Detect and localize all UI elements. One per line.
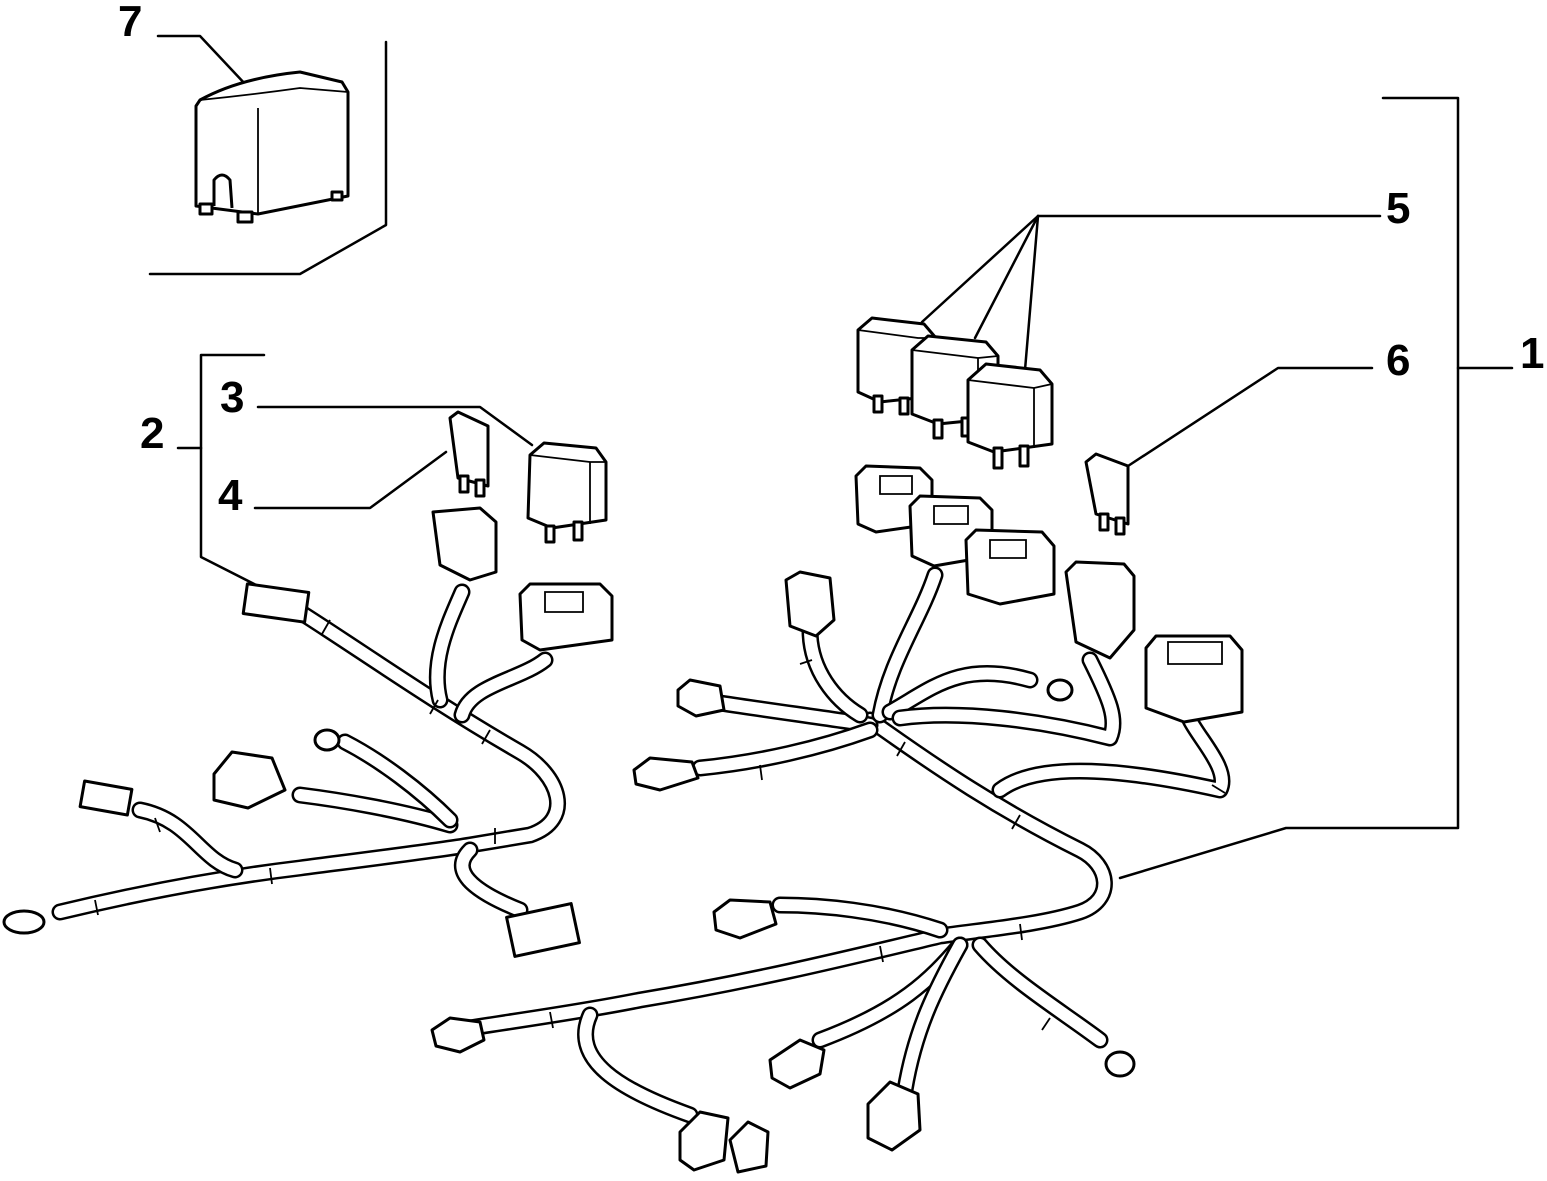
right-wiring-harness bbox=[430, 464, 1244, 1174]
left-wiring-harness bbox=[2, 506, 614, 958]
relays-item-5 bbox=[856, 316, 1054, 470]
relay-cover-box bbox=[194, 70, 350, 224]
callout-7: 7 bbox=[118, 0, 142, 46]
callout-6: 6 bbox=[1386, 336, 1410, 385]
leader-lines bbox=[148, 34, 1514, 880]
fuse-item-6 bbox=[1084, 452, 1130, 536]
callout-5: 5 bbox=[1386, 184, 1410, 233]
callout-1: 1 bbox=[1520, 329, 1544, 378]
callout-3: 3 bbox=[220, 373, 244, 422]
fuse-item-4 bbox=[448, 410, 490, 498]
callout-4: 4 bbox=[218, 471, 243, 520]
relay-5c bbox=[966, 362, 1054, 470]
callout-2: 2 bbox=[140, 409, 164, 458]
relay-item-3 bbox=[526, 441, 608, 544]
